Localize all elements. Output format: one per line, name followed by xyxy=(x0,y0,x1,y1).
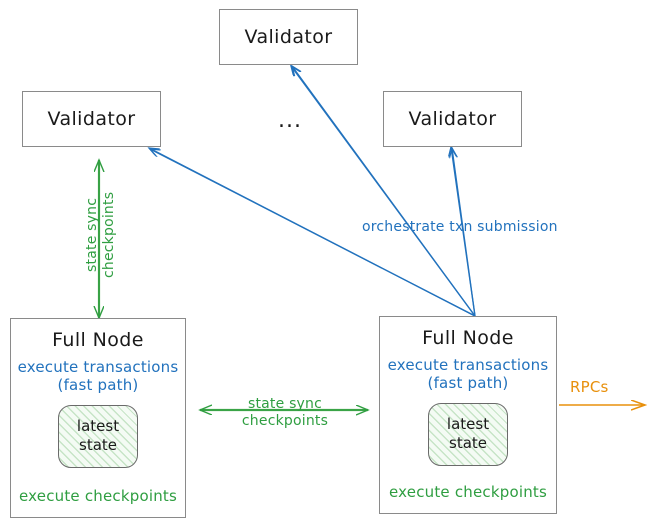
label-state-sync-horizontal: state sync checkpoints xyxy=(229,396,341,429)
full-node-left-blue-line-2: (fast path) xyxy=(57,376,139,395)
full-node-left-state-line-2: state xyxy=(79,436,117,455)
full-node-left-blue-text: execute transactions (fast path) xyxy=(18,358,179,395)
full-node-left-box[interactable]: Full Node execute transactions (fast pat… xyxy=(10,318,186,518)
full-node-left-latest-state-box: latest state xyxy=(58,404,138,468)
label-state-sync-vertical: state sync checkpoints xyxy=(84,192,117,278)
label-state-sync-vertical-line-1: state sync xyxy=(84,197,100,272)
full-node-right-green-text: execute checkpoints xyxy=(388,483,548,501)
full-node-right-state-line-2: state xyxy=(449,434,487,453)
validator-left-label: Validator xyxy=(47,108,136,130)
full-node-right-blue-line-2: (fast path) xyxy=(427,374,509,393)
full-node-right-title: Full Node xyxy=(422,327,514,349)
full-node-left-blue-line-1: execute transactions xyxy=(17,358,179,376)
label-state-sync-vertical-line-2: checkpoints xyxy=(100,191,117,278)
validator-right-box[interactable]: Validator xyxy=(383,91,522,147)
full-node-right-blue-line-1: execute transactions xyxy=(387,356,549,374)
validators-ellipsis: ... xyxy=(278,108,302,133)
validator-left-box[interactable]: Validator xyxy=(22,91,161,147)
full-node-right-blue-text: execute transactions (fast path) xyxy=(388,356,549,393)
full-node-right-state-line-1: latest xyxy=(446,415,490,434)
validator-right-label: Validator xyxy=(408,108,497,130)
full-node-left-state-line-1: latest xyxy=(76,417,120,436)
label-state-sync-horizontal-line-1: state sync xyxy=(247,396,323,412)
validator-top-box[interactable]: Validator xyxy=(219,9,358,65)
full-node-right-box[interactable]: Full Node execute transactions (fast pat… xyxy=(379,316,557,514)
label-orchestrate-txn-submission: orchestrate txn submission xyxy=(362,219,558,235)
full-node-right-latest-state-box: latest state xyxy=(428,402,508,466)
label-rpcs: RPCs xyxy=(570,378,609,396)
validator-top-label: Validator xyxy=(244,26,333,48)
full-node-left-green-text: execute checkpoints xyxy=(18,487,178,505)
full-node-left-title: Full Node xyxy=(52,329,144,351)
label-state-sync-horizontal-line-2: checkpoints xyxy=(241,412,329,429)
